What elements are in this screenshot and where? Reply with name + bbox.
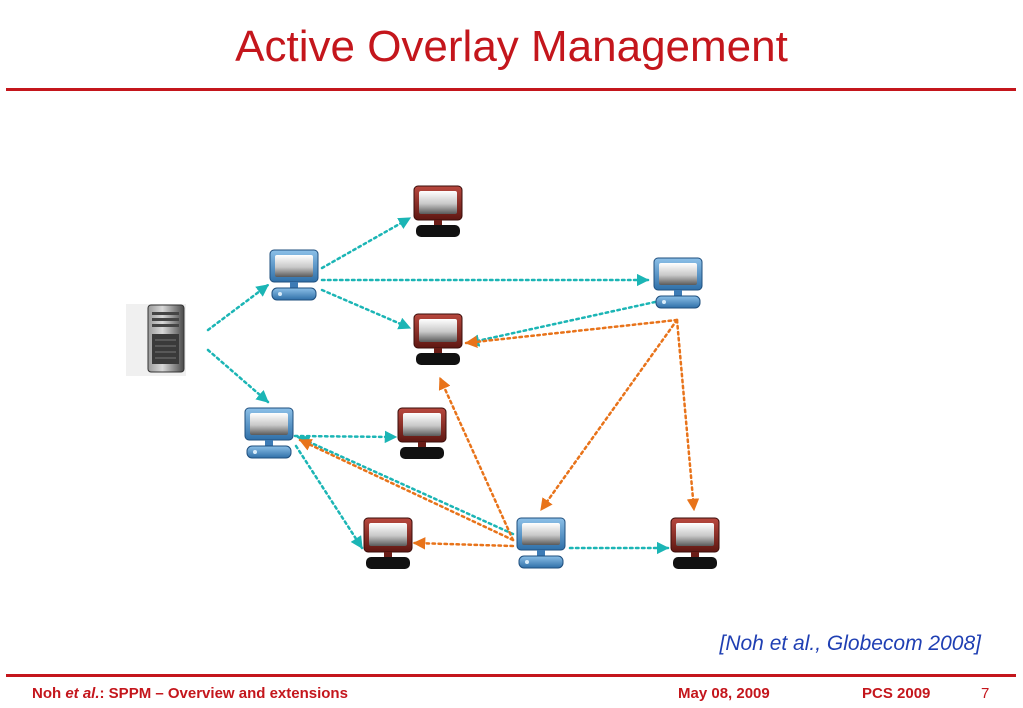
peer-r2-icon — [413, 313, 463, 365]
footer-divider — [6, 674, 1016, 677]
link-server-p1 — [206, 283, 270, 332]
link-p1-r2 — [320, 288, 412, 330]
footer-author-italic: et al. — [65, 685, 100, 702]
peer-p4-icon — [516, 517, 566, 569]
footer-conference: PCS 2009 — [862, 685, 931, 702]
title-divider — [6, 88, 1016, 91]
peer-p2-icon — [244, 407, 294, 459]
footer-date: May 08, 2009 — [678, 685, 770, 702]
repair-links — [298, 318, 700, 550]
peer-r4-icon — [363, 517, 413, 569]
peer-r3-icon — [397, 407, 447, 459]
repair-p4-p2 — [298, 438, 515, 542]
link-p1-r1 — [320, 216, 412, 270]
server-icon — [126, 304, 186, 376]
repair-p3-p4 — [539, 318, 679, 512]
slide-title: Active Overlay Management — [235, 22, 788, 71]
repair-p4-r4 — [412, 537, 515, 550]
citation: [Noh et al., Globecom 2008] — [719, 632, 982, 655]
page-number: 7 — [981, 685, 990, 702]
link-p4-p2 — [296, 435, 515, 536]
repair-p4-r2 — [438, 376, 515, 542]
peer-r5-icon — [670, 517, 720, 569]
peer-r1-icon — [413, 185, 463, 237]
repair-p3-r5 — [675, 318, 700, 512]
footer-author-prefix: Noh — [32, 685, 66, 702]
link-server-p2 — [206, 348, 270, 404]
footer-author-suffix: : SPPM – Overview and extensions — [99, 685, 348, 702]
footer-author: Noh et al.: SPPM – Overview and extensio… — [32, 685, 348, 702]
link-p3-r2 — [466, 300, 657, 347]
repair-p3-r2 — [464, 318, 679, 348]
peer-p1-icon — [269, 249, 319, 301]
link-p2-r3 — [293, 430, 398, 444]
peer-p3-icon — [653, 257, 703, 309]
forward-links — [206, 216, 670, 555]
link-p2-r4 — [294, 444, 364, 550]
